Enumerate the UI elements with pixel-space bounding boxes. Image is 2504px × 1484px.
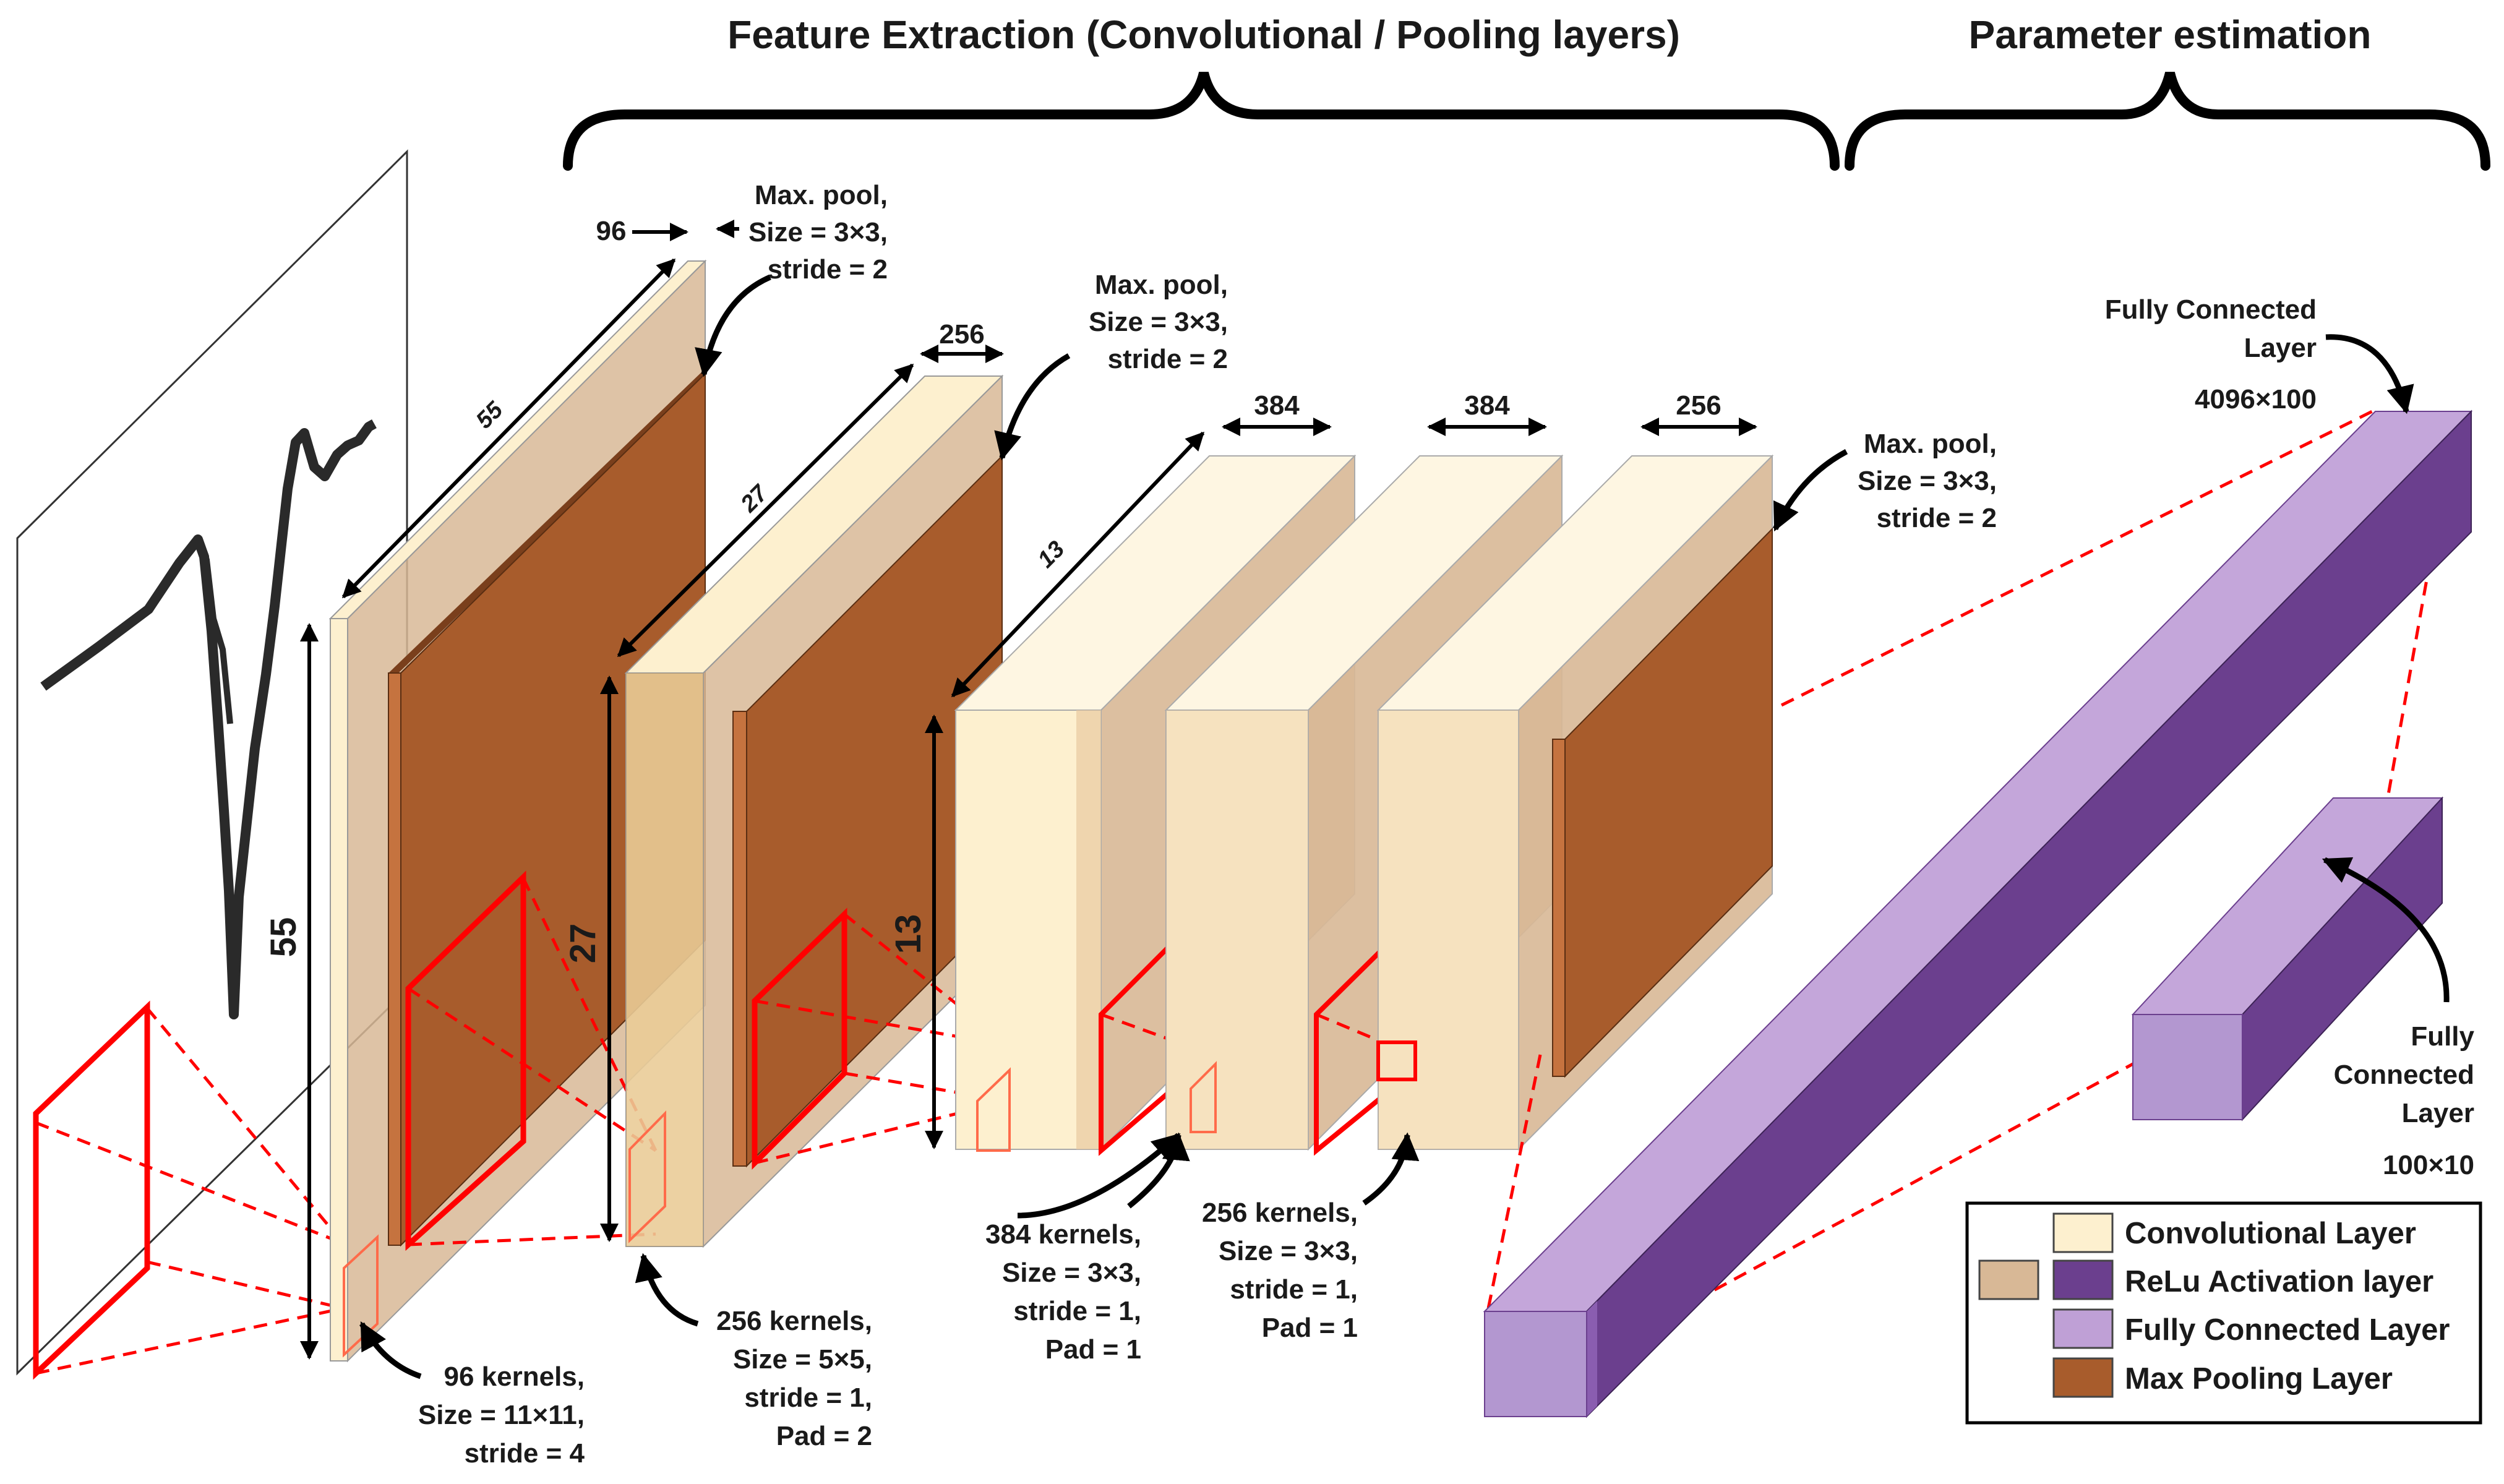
conv5-depth-label: 256: [1676, 390, 1721, 421]
annotation-pool3: Max. pool, Size = 3×3, stride = 2: [1858, 429, 1997, 533]
conv2-diag-label: 27: [735, 479, 774, 518]
svg-text:Fully: Fully: [2411, 1021, 2474, 1052]
annotation-conv1: 96 kernels, Size = 11×11, stride = 4: [418, 1362, 585, 1469]
legend-swatch-pool: [2052, 1357, 2114, 1398]
conv4-front-face: [1165, 710, 1309, 1150]
legend-swatch-relu-conv: [1978, 1259, 2039, 1300]
conv1-depth-label: 96: [596, 216, 627, 246]
annotation-conv2: 256 kernels, Size = 5×5, stride = 1, Pad…: [716, 1306, 872, 1451]
legend-label-fc: Fully Connected Layer: [2125, 1313, 2450, 1347]
fc-connection-lines: [1486, 410, 2436, 1366]
fc2-layer: [2131, 796, 2444, 1122]
legend-label-relu: ReLu Activation layer: [2125, 1265, 2433, 1298]
annotation-fc1: Fully Connected Layer 4096×100: [2105, 294, 2317, 414]
svg-text:Size = 3×3,: Size = 3×3,: [748, 217, 888, 247]
svg-text:Size = 3×3,: Size = 3×3,: [1002, 1258, 1141, 1288]
svg-text:384 kernels,: 384 kernels,: [985, 1219, 1141, 1250]
svg-text:Size = 3×3,: Size = 3×3,: [1219, 1236, 1358, 1266]
svg-text:Pad = 2: Pad = 2: [776, 1421, 872, 1451]
svg-text:stride = 2: stride = 2: [768, 254, 888, 285]
pool2-layer: [732, 711, 747, 1167]
svg-text:Fully Connected: Fully Connected: [2105, 294, 2317, 325]
pool3-layer: [1552, 739, 1566, 1077]
conv3-depth-label: 384: [1254, 390, 1300, 421]
conv5-front-face: [1378, 710, 1519, 1150]
svg-text:Size = 3×3,: Size = 3×3,: [1858, 466, 1997, 496]
conv3-side-label: 13: [888, 914, 928, 954]
input-side-label: 55: [264, 917, 304, 958]
svg-text:Size = 5×5,: Size = 5×5,: [733, 1344, 872, 1375]
annotation-fc2: Fully Connected Layer 100×10: [2334, 1021, 2475, 1180]
conv2-side-label: 27: [563, 924, 603, 964]
conv2-depth-label: 256: [939, 319, 984, 350]
dimension-markers: [300, 220, 1757, 1360]
legend-swatch-fc: [2052, 1308, 2114, 1349]
svg-text:stride = 1,: stride = 1,: [1230, 1274, 1358, 1305]
annotation-pool1: Max. pool, Size = 3×3, stride = 2: [748, 180, 888, 285]
heading-feature-extraction: Feature Extraction (Convolutional / Pool…: [727, 12, 1680, 57]
annotation-pool2: Max. pool, Size = 3×3, stride = 2: [1089, 270, 1228, 374]
legend-label-conv: Convolutional Layer: [2125, 1217, 2416, 1250]
svg-text:Connected: Connected: [2334, 1060, 2474, 1090]
svg-text:Max. pool,: Max. pool,: [755, 180, 888, 210]
pool1-layer: [388, 672, 401, 1246]
annotation-arrows: [359, 274, 2450, 1379]
svg-text:stride = 2: stride = 2: [1877, 503, 1997, 533]
svg-text:Max. pool,: Max. pool,: [1095, 270, 1228, 300]
legend-swatch-relu-fc: [2052, 1259, 2114, 1300]
legend-label-pool: Max Pooling Layer: [2125, 1362, 2393, 1396]
legend-swatch-conv: [2052, 1212, 2114, 1253]
svg-text:stride = 1,: stride = 1,: [744, 1383, 872, 1413]
annotation-conv3: 384 kernels, Size = 3×3, stride = 1, Pad…: [985, 1219, 1141, 1365]
input-depth-diag-label: 55: [471, 397, 508, 434]
svg-text:4096×100: 4096×100: [2195, 384, 2317, 414]
svg-text:stride = 1,: stride = 1,: [1013, 1296, 1141, 1326]
svg-text:100×10: 100×10: [2383, 1150, 2474, 1180]
svg-text:stride = 2: stride = 2: [1108, 344, 1228, 374]
svg-text:96 kernels,: 96 kernels,: [444, 1362, 585, 1392]
annotation-conv4: 256 kernels, Size = 3×3, stride = 1, Pad…: [1202, 1198, 1358, 1343]
svg-text:Layer: Layer: [2402, 1098, 2474, 1128]
conv5-block: [1376, 454, 1774, 1151]
conv1-front-face: [330, 618, 348, 1362]
svg-text:Pad = 1: Pad = 1: [1045, 1334, 1141, 1365]
conv3-diag-label: 13: [1033, 536, 1070, 573]
brace-feature-extraction: [563, 71, 1840, 171]
heading-parameter-estimation: Parameter estimation: [1969, 12, 2372, 57]
brace-parameter-estimation: [1845, 71, 2490, 171]
svg-text:256 kernels,: 256 kernels,: [716, 1306, 872, 1336]
fc2-front-face: [2132, 1014, 2243, 1120]
svg-text:Layer: Layer: [2244, 333, 2317, 363]
fc1-layer: [1483, 410, 2473, 1418]
svg-text:Size = 11×11,: Size = 11×11,: [418, 1400, 585, 1430]
legend-box: [1965, 1201, 2482, 1425]
svg-text:Max. pool,: Max. pool,: [1864, 429, 1997, 459]
svg-text:256 kernels,: 256 kernels,: [1202, 1198, 1358, 1228]
svg-text:Pad = 1: Pad = 1: [1262, 1313, 1358, 1343]
conv4-depth-label: 384: [1464, 390, 1510, 421]
svg-text:Size = 3×3,: Size = 3×3,: [1089, 307, 1228, 337]
conv1-kernel-frame: [405, 870, 526, 1251]
fc1-front-face: [1484, 1311, 1587, 1417]
svg-text:stride = 4: stride = 4: [465, 1438, 585, 1469]
legend: Convolutional Layer ReLu Activation laye…: [1965, 1201, 2482, 1425]
input-kernel-frame: [33, 1000, 150, 1380]
